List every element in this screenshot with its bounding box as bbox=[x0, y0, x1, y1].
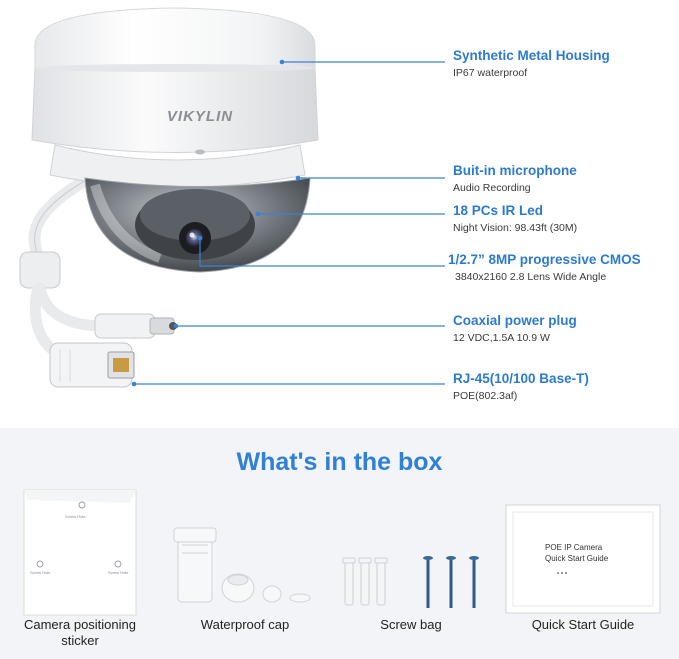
box-contents-section: What's in the box Screw Hole Screw Hole … bbox=[0, 428, 679, 659]
feature-title: 1/2.7” 8MP progressive CMOS bbox=[448, 252, 641, 267]
product-section: VIKYLIN Synthe bbox=[19, 7, 641, 403]
camera-illustration: VIKYLIN bbox=[19, 7, 445, 388]
box-item-screws-label: Screw bag bbox=[380, 617, 442, 632]
housing-top bbox=[34, 7, 316, 69]
sticker-sheet: Screw Hole Screw Hole Screw Hole bbox=[23, 489, 137, 616]
label-line: Camera positioning bbox=[23, 617, 136, 632]
box-item-sticker-label: Camera positioning sticker bbox=[10, 617, 150, 649]
feature-microphone: Buit-in microphone Audio Recording bbox=[453, 163, 577, 195]
quick-start-guide-booklet: POE IP Camera Quick Start Guide bbox=[505, 504, 661, 614]
feature-subtitle: 3840x2160 2.8 Lens Wide Angle bbox=[455, 271, 607, 283]
guide-title-line1: POE IP Camera bbox=[545, 543, 603, 552]
feature-subtitle: POE(802.3af) bbox=[453, 390, 518, 402]
feature-rj45: RJ-45(10/100 Base-T) POE(802.3af) bbox=[453, 371, 589, 403]
box-item-guide-label: Quick Start Guide bbox=[531, 617, 635, 632]
feature-subtitle: Audio Recording bbox=[453, 182, 531, 194]
coaxial-plug bbox=[94, 313, 156, 339]
feature-ir-led: 18 PCs IR Led Night Vision: 98.43ft (30M… bbox=[453, 203, 577, 235]
screw-bag-contents bbox=[342, 556, 479, 608]
feature-cmos: 1/2.7” 8MP progressive CMOS 3840x2160 2.… bbox=[448, 252, 641, 284]
callout-lines bbox=[134, 61, 445, 385]
sticker-label-right: Screw Hole bbox=[108, 570, 129, 575]
feature-subtitle: Night Vision: 98.43ft (30M) bbox=[453, 222, 578, 234]
feature-title: Coaxial power plug bbox=[453, 313, 577, 328]
box-item-cap-label: Waterproof cap bbox=[200, 617, 290, 632]
sticker-label-top: Screw Hole bbox=[65, 514, 86, 519]
feature-housing: Synthetic Metal Housing IP67 waterproof bbox=[453, 48, 610, 80]
waterproof-cap-parts bbox=[173, 527, 311, 603]
feature-title: Synthetic Metal Housing bbox=[453, 48, 610, 63]
rj45-connector bbox=[49, 342, 135, 388]
housing-band bbox=[31, 67, 319, 153]
feature-title: RJ-45(10/100 Base-T) bbox=[453, 371, 589, 386]
box-title: What's in the box bbox=[236, 448, 443, 476]
feature-title: Buit-in microphone bbox=[453, 163, 577, 178]
guide-title-line2: Quick Start Guide bbox=[545, 554, 609, 563]
sticker-label-left: Screw Hole bbox=[30, 570, 51, 575]
feature-title: 18 PCs IR Led bbox=[453, 203, 544, 218]
brand-logo: VIKYLIN bbox=[167, 108, 233, 125]
feature-subtitle: IP67 waterproof bbox=[453, 67, 528, 79]
label-line: sticker bbox=[61, 633, 99, 648]
box-items-illustration: Screw Hole Screw Hole Screw Hole bbox=[23, 489, 661, 616]
feature-power-plug: Coaxial power plug 12 VDC,1.5A 10.9 W bbox=[453, 313, 577, 345]
feature-subtitle: 12 VDC,1.5A 10.9 W bbox=[453, 332, 550, 344]
